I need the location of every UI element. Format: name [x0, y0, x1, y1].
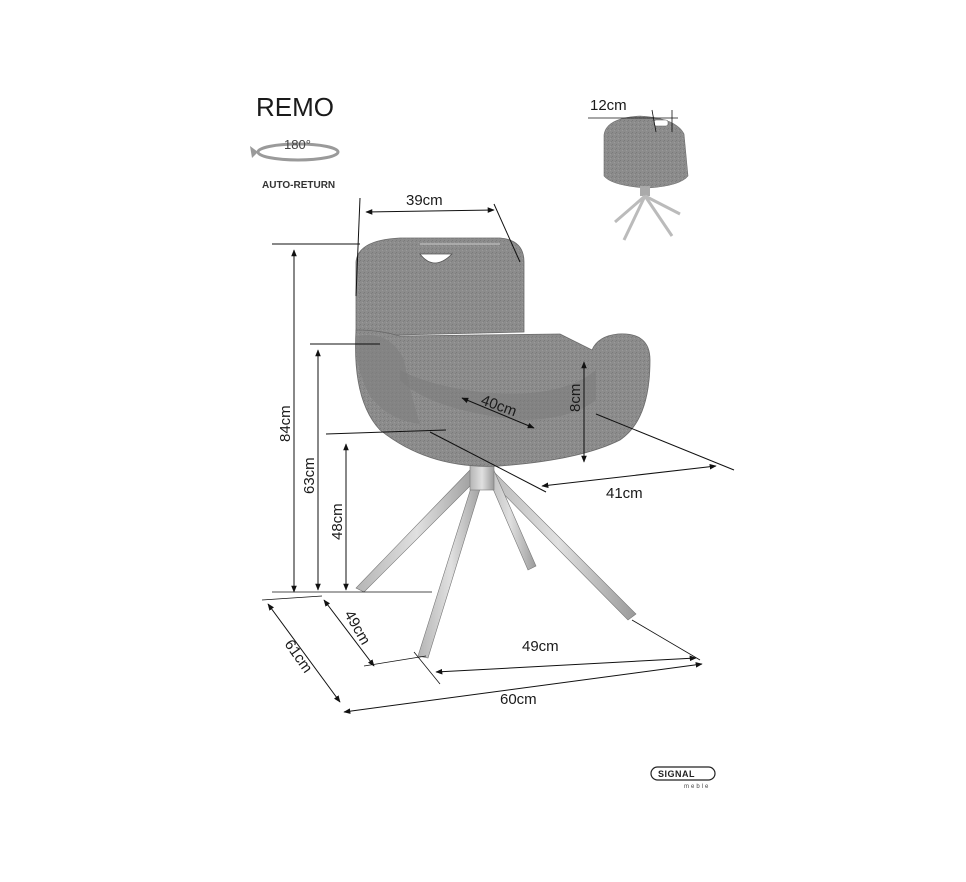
chair-base: [355, 455, 637, 659]
total-depth-dimension: 61cm: [261, 595, 341, 703]
rotation-icon: 180°: [250, 137, 340, 162]
signal-logo: SIGNAL meble: [650, 766, 716, 790]
brand-name: SIGNAL: [658, 769, 695, 779]
arm-height-label: 8cm: [567, 384, 584, 412]
armrest-height-dimension: 63cm: [301, 343, 380, 591]
armrest-height-label: 63cm: [301, 457, 318, 494]
seat-width-label: 41cm: [606, 485, 643, 502]
chair-illustration: [355, 237, 651, 659]
base-depth-dimension: 49cm: [323, 599, 427, 667]
arm-height-dimension: 8cm: [567, 361, 587, 463]
product-title: REMO: [256, 92, 334, 122]
seat-height-label: 48cm: [329, 503, 346, 540]
back-view-thumbnail: [603, 115, 689, 241]
handle-width-dimension: 12cm: [588, 97, 678, 133]
total-height-label: 84cm: [277, 405, 294, 442]
total-width-dimension: 60cm: [343, 662, 703, 714]
total-height-dimension: 84cm: [272, 243, 360, 593]
rotation-degrees: 180°: [284, 137, 311, 152]
handle-width-label: 12cm: [590, 97, 627, 114]
total-depth-label: 61cm: [281, 637, 316, 677]
seat-width-dimension: 41cm: [429, 413, 735, 502]
total-width-label: 60cm: [500, 691, 537, 708]
base-width-dimension: 49cm: [413, 619, 701, 685]
base-width-label: 49cm: [522, 638, 559, 655]
backrest-width-label: 39cm: [406, 192, 443, 209]
brand-sub: meble: [684, 784, 710, 790]
seat-height-dimension: 48cm: [325, 429, 447, 591]
backrest-width-dimension: 39cm: [355, 192, 521, 297]
auto-return-label: AUTO-RETURN: [262, 180, 335, 191]
